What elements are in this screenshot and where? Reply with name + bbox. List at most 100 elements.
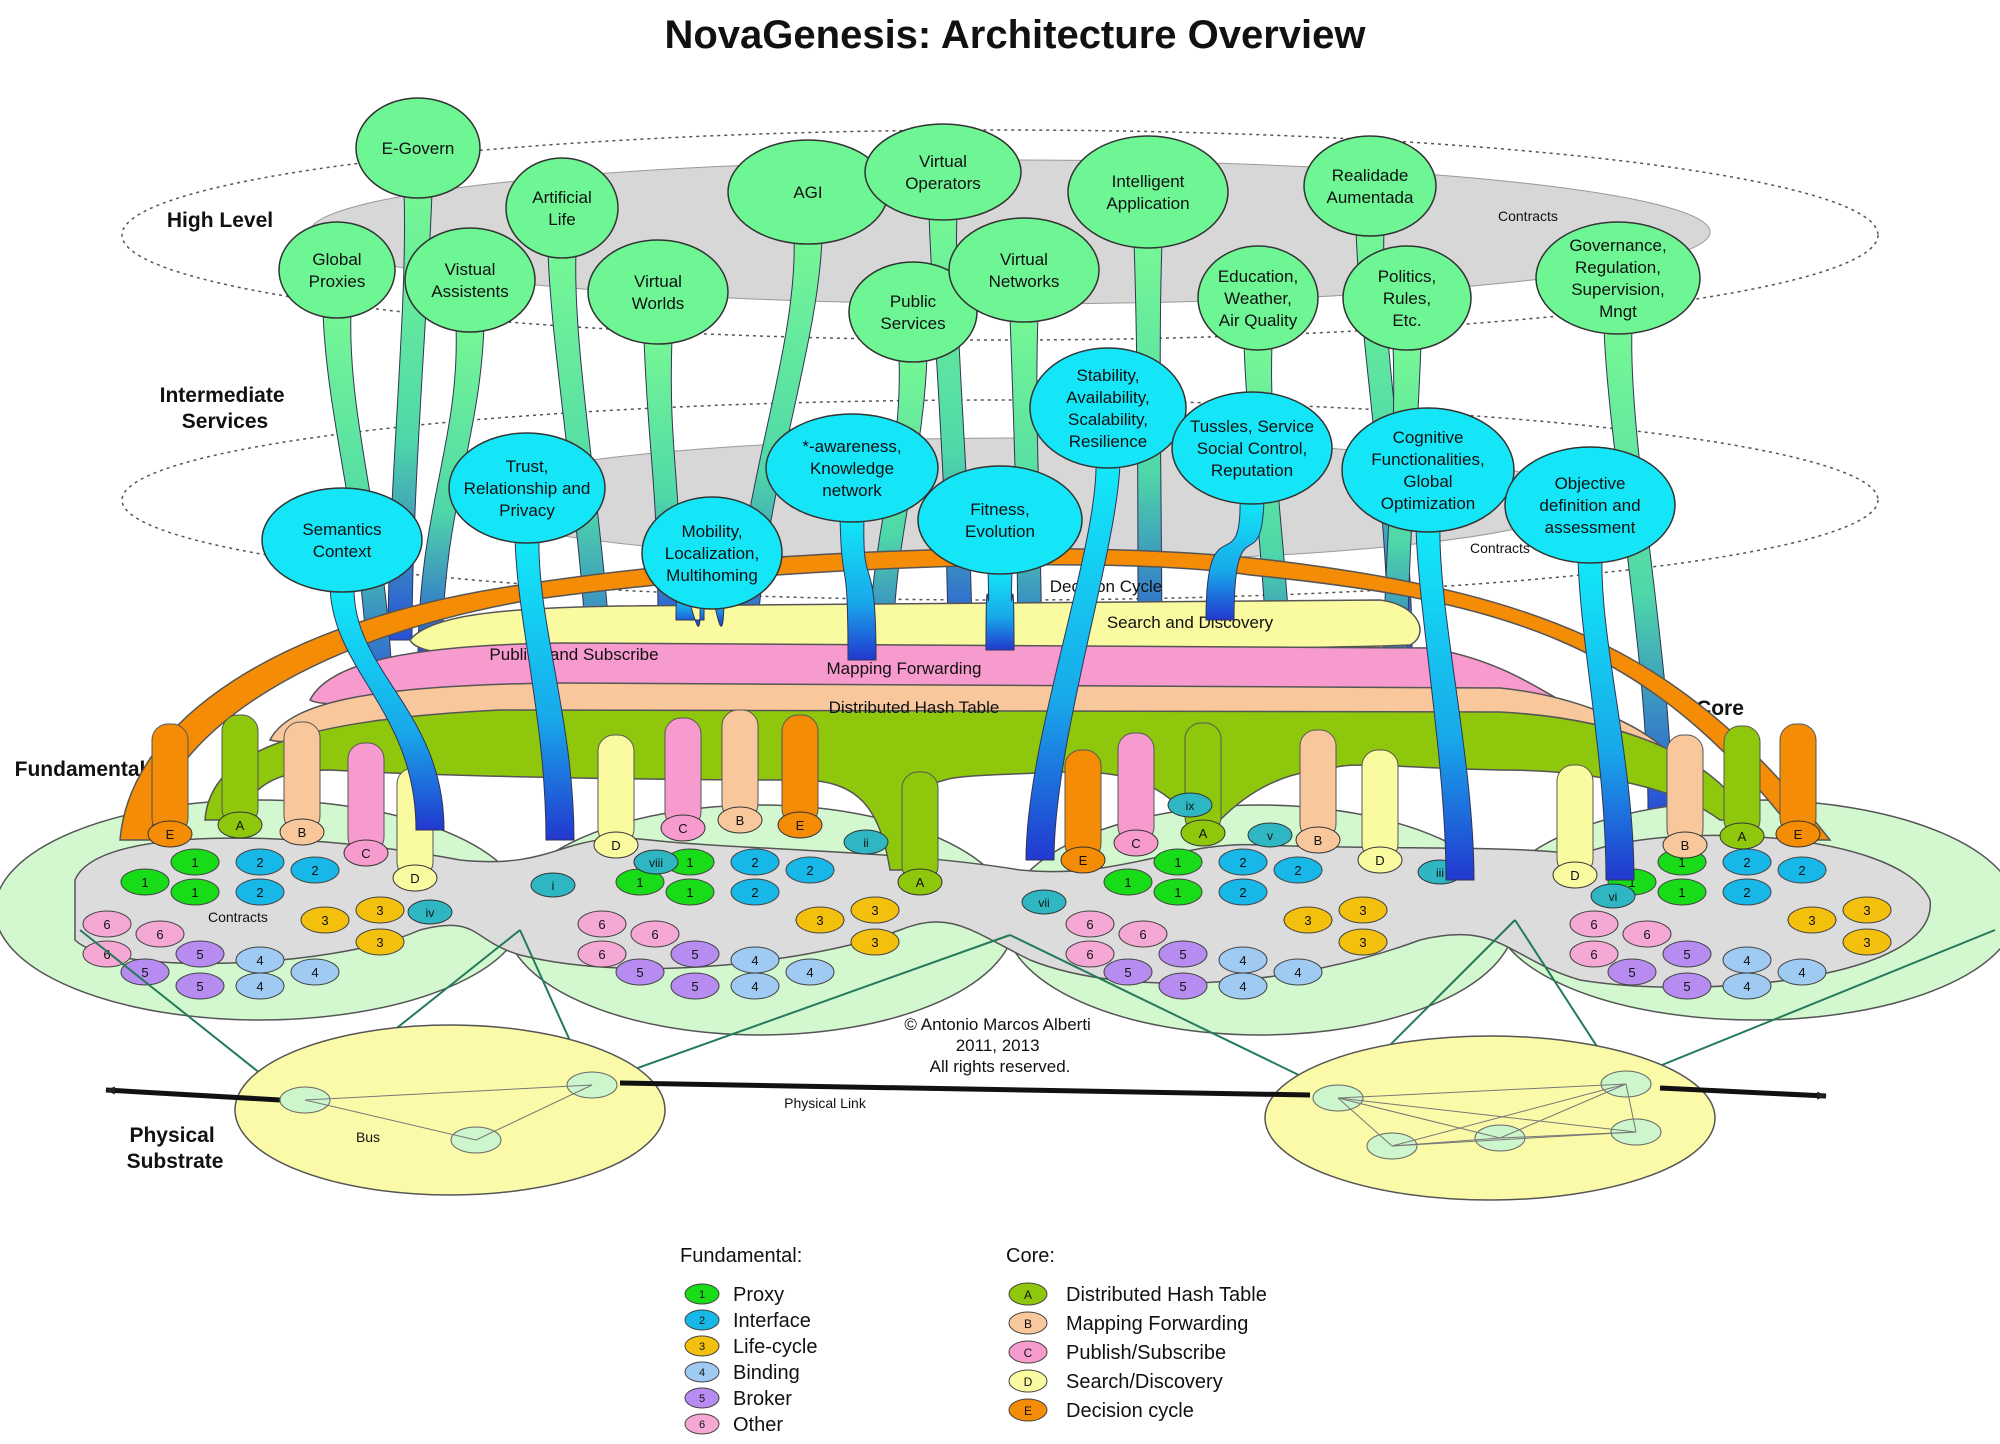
node-1-component-3-7[interactable] bbox=[300, 906, 350, 934]
high-level-politics-rules-etc-balloon[interactable] bbox=[1342, 245, 1472, 351]
intermediate-cognitive-functionalities-global-optimization-balloon[interactable] bbox=[1341, 407, 1515, 533]
node-4-component-5-13[interactable] bbox=[1662, 940, 1712, 968]
node-1-component-6-17[interactable] bbox=[135, 920, 185, 948]
service-port-ix[interactable] bbox=[1167, 792, 1213, 818]
node-3-component-2-4[interactable] bbox=[1218, 848, 1268, 876]
node-1-component-2-4[interactable] bbox=[235, 848, 285, 876]
node-3-component-1-2[interactable] bbox=[1103, 868, 1153, 896]
node-3-component-5-15[interactable] bbox=[1158, 972, 1208, 1000]
intermediate-trust-relationship-and-privacy-balloon[interactable] bbox=[448, 432, 606, 544]
core-port-e-19[interactable] bbox=[1775, 820, 1821, 848]
node-1-component-2-6[interactable] bbox=[235, 878, 285, 906]
node-1-component-6-16[interactable] bbox=[82, 910, 132, 938]
service-port-ii[interactable] bbox=[843, 829, 889, 855]
high-level-virtual-worlds-balloon[interactable] bbox=[587, 239, 729, 345]
node-1-component-1-2[interactable] bbox=[120, 868, 170, 896]
node-2-component-2-5[interactable] bbox=[785, 856, 835, 884]
high-level-realidade-aumentada-balloon[interactable] bbox=[1303, 135, 1437, 237]
node-3-component-3-7[interactable] bbox=[1283, 906, 1333, 934]
high-level-virtual-operators-balloon[interactable] bbox=[864, 123, 1022, 221]
node-2-component-3-7[interactable] bbox=[795, 906, 845, 934]
node-1-component-5-13[interactable] bbox=[175, 940, 225, 968]
core-port-c-4[interactable] bbox=[343, 839, 389, 867]
service-port-i[interactable] bbox=[530, 872, 576, 898]
node-4-component-5-14[interactable] bbox=[1607, 958, 1657, 986]
high-level-education-weather-air-quality-balloon[interactable] bbox=[1197, 245, 1319, 351]
node-4-component-6-18[interactable] bbox=[1569, 940, 1619, 968]
node-4-component-5-15[interactable] bbox=[1662, 972, 1712, 1000]
core-port-b-17[interactable] bbox=[1662, 831, 1708, 859]
intermediate-awareness-knowledge-network-balloon[interactable] bbox=[765, 413, 939, 523]
node-2-component-5-14[interactable] bbox=[615, 958, 665, 986]
node-1-component-4-12[interactable] bbox=[235, 972, 285, 1000]
node-3-component-1-3[interactable] bbox=[1153, 878, 1203, 906]
node-2-component-2-4[interactable] bbox=[730, 848, 780, 876]
node-3-component-5-14[interactable] bbox=[1103, 958, 1153, 986]
node-4-component-2-5[interactable] bbox=[1777, 856, 1827, 884]
node-2-component-4-12[interactable] bbox=[730, 972, 780, 1000]
core-port-d-6[interactable] bbox=[593, 831, 639, 859]
node-2-component-6-16[interactable] bbox=[577, 910, 627, 938]
node-4-component-2-6[interactable] bbox=[1722, 878, 1772, 906]
core-port-e-11[interactable] bbox=[1060, 846, 1106, 874]
service-port-viii[interactable] bbox=[633, 849, 679, 875]
node-4-component-3-9[interactable] bbox=[1842, 928, 1892, 956]
node-4-component-1-3[interactable] bbox=[1657, 878, 1707, 906]
node-2-component-5-13[interactable] bbox=[670, 940, 720, 968]
node-3-component-3-8[interactable] bbox=[1338, 896, 1388, 924]
node-2-component-6-17[interactable] bbox=[630, 920, 680, 948]
high-level-global-proxies-balloon[interactable] bbox=[278, 221, 396, 319]
core-port-c-12[interactable] bbox=[1113, 829, 1159, 857]
node-3-component-3-9[interactable] bbox=[1338, 928, 1388, 956]
intermediate-fitness-evolution-balloon[interactable] bbox=[917, 465, 1083, 575]
high-level-vistual-assistents-balloon[interactable] bbox=[404, 227, 536, 333]
node-3-component-4-11[interactable] bbox=[1273, 958, 1323, 986]
core-port-d-5[interactable] bbox=[392, 864, 438, 892]
node-2-component-5-15[interactable] bbox=[670, 972, 720, 1000]
node-1-component-5-15[interactable] bbox=[175, 972, 225, 1000]
core-port-a-18[interactable] bbox=[1719, 822, 1765, 850]
high-level-virtual-networks-balloon[interactable] bbox=[948, 217, 1100, 323]
node-4-component-6-16[interactable] bbox=[1569, 910, 1619, 938]
core-port-d-16[interactable] bbox=[1552, 861, 1598, 889]
core-port-e-9[interactable] bbox=[777, 811, 823, 839]
core-port-a-13[interactable] bbox=[1180, 819, 1226, 847]
core-port-b-8[interactable] bbox=[717, 806, 763, 834]
node-3-component-6-18[interactable] bbox=[1065, 940, 1115, 968]
core-port-a-2[interactable] bbox=[217, 811, 263, 839]
service-port-vi[interactable] bbox=[1590, 883, 1636, 909]
service-port-vii[interactable] bbox=[1021, 889, 1067, 915]
high-level-intelligent-application-balloon[interactable] bbox=[1067, 135, 1229, 249]
node-1-component-3-8[interactable] bbox=[355, 896, 405, 924]
node-3-component-6-17[interactable] bbox=[1118, 920, 1168, 948]
intermediate-stability-availability-scalability-resilience-balloon[interactable] bbox=[1029, 347, 1187, 469]
core-port-b-3[interactable] bbox=[279, 818, 325, 846]
core-port-a-10[interactable] bbox=[897, 868, 943, 896]
high-level-governance-regulation-supervision-mngt-balloon[interactable] bbox=[1535, 221, 1701, 335]
high-level-public-services-balloon[interactable] bbox=[848, 261, 978, 363]
service-port-v[interactable] bbox=[1247, 822, 1293, 848]
core-port-e-1[interactable] bbox=[147, 820, 193, 848]
node-1-component-2-5[interactable] bbox=[290, 856, 340, 884]
high-level-e-govern-balloon[interactable] bbox=[355, 97, 481, 199]
node-2-component-3-9[interactable] bbox=[850, 928, 900, 956]
core-port-d-15[interactable] bbox=[1357, 846, 1403, 874]
node-1-component-1-1[interactable] bbox=[170, 848, 220, 876]
node-2-component-1-3[interactable] bbox=[665, 878, 715, 906]
core-port-b-14[interactable] bbox=[1295, 826, 1341, 854]
node-1-component-1-3[interactable] bbox=[170, 878, 220, 906]
node-1-component-3-9[interactable] bbox=[355, 928, 405, 956]
node-2-component-3-8[interactable] bbox=[850, 896, 900, 924]
node-4-component-3-7[interactable] bbox=[1787, 906, 1837, 934]
node-1-component-4-11[interactable] bbox=[290, 958, 340, 986]
intermediate-tussles-service-social-control-reputation-balloon[interactable] bbox=[1171, 391, 1333, 505]
node-3-component-1-1[interactable] bbox=[1153, 848, 1203, 876]
node-3-component-2-6[interactable] bbox=[1218, 878, 1268, 906]
node-4-component-6-17[interactable] bbox=[1622, 920, 1672, 948]
high-level-artificial-life-balloon[interactable] bbox=[505, 157, 619, 259]
node-4-component-4-11[interactable] bbox=[1777, 958, 1827, 986]
core-port-c-7[interactable] bbox=[660, 814, 706, 842]
node-2-component-6-18[interactable] bbox=[577, 940, 627, 968]
service-port-iv[interactable] bbox=[407, 899, 453, 925]
node-4-component-4-12[interactable] bbox=[1722, 972, 1772, 1000]
